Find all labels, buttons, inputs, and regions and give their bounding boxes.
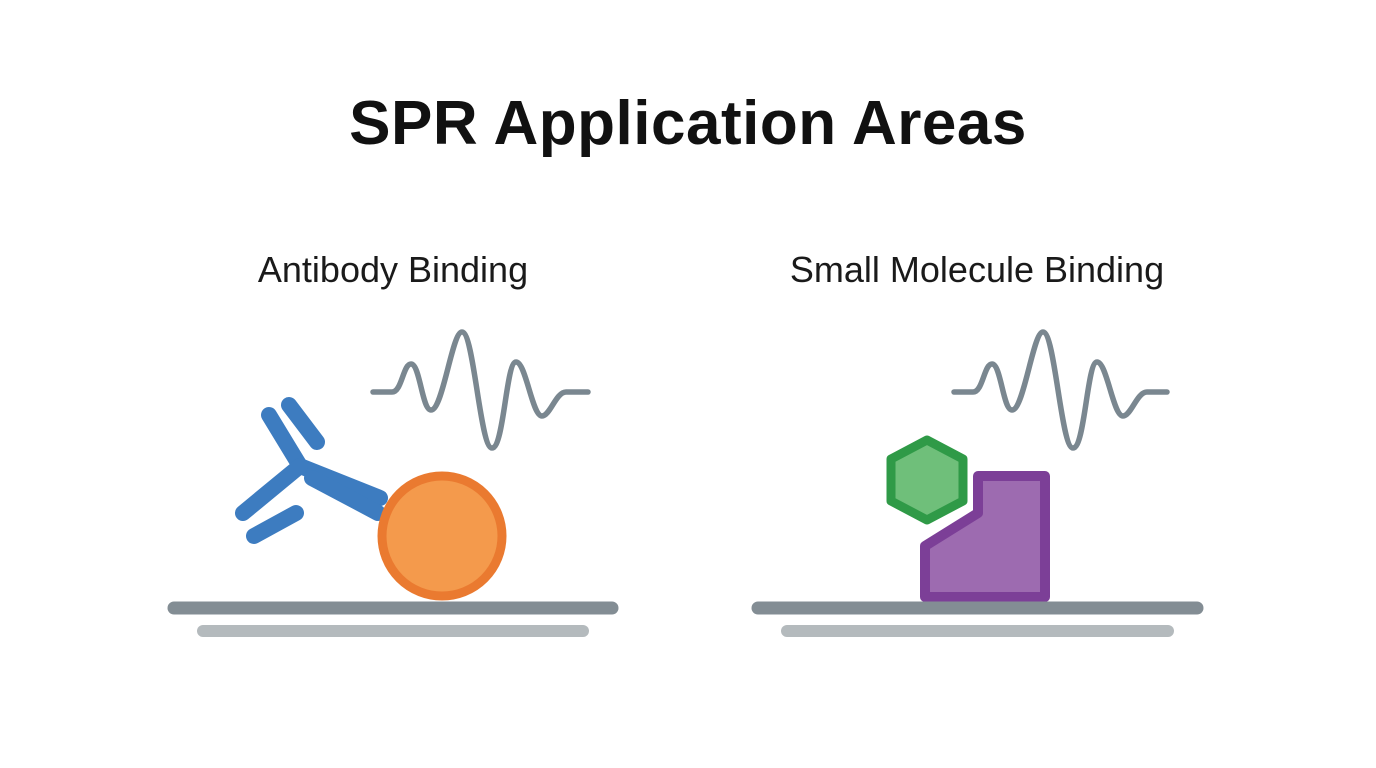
- hexagon-molecule-icon: [886, 435, 968, 525]
- small-molecule-binding-panel: [751, 329, 1204, 637]
- antibody-icon: [235, 397, 388, 544]
- panel-title-small-molecule-binding: Small Molecule Binding: [789, 249, 1165, 290]
- sensor-surface-icon: [751, 601, 1204, 637]
- sensor-surface-icon: [167, 601, 619, 637]
- analyte-sphere-icon: [377, 471, 507, 601]
- receptor-block-icon: [920, 471, 1050, 602]
- panel-title-antibody-binding: Antibody Binding: [257, 249, 529, 290]
- signal-wave-icon: [951, 329, 1170, 451]
- antibody-binding-panel: [167, 329, 619, 637]
- page-title: SPR Application Areas: [349, 89, 1027, 158]
- signal-wave-icon: [370, 329, 591, 451]
